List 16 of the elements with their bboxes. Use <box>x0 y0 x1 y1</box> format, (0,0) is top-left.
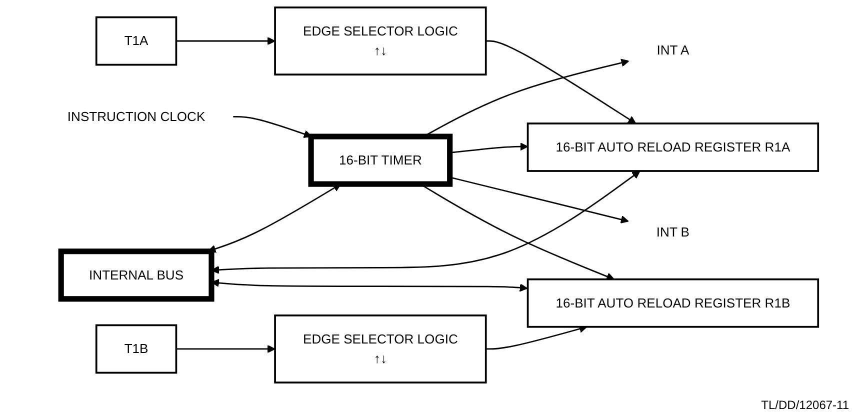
node-box: T1B <box>95 324 177 374</box>
figure-code: TL/DD/12067-11 <box>761 398 849 412</box>
node-text: INT A <box>656 42 689 58</box>
node-text: INT B <box>656 224 690 240</box>
node-box: 16-BIT TIMER <box>308 134 452 187</box>
node-box: 16-BIT AUTO RELOAD REGISTER R1A <box>526 122 819 172</box>
node-box: INTERNAL BUS <box>58 248 214 302</box>
node-box: 16-BIT AUTO RELOAD REGISTER R1B <box>526 278 819 328</box>
arrow <box>486 40 636 124</box>
arrow <box>176 36 276 46</box>
node-box: T1A <box>95 16 177 66</box>
node-box: EDGE SELECTOR LOGIC ↑↓ <box>274 6 486 76</box>
arrow <box>232 116 312 138</box>
arrow <box>176 344 276 354</box>
node-box: EDGE SELECTOR LOGIC ↑↓ <box>274 314 486 384</box>
node-text: INSTRUCTION CLOCK <box>67 108 205 124</box>
